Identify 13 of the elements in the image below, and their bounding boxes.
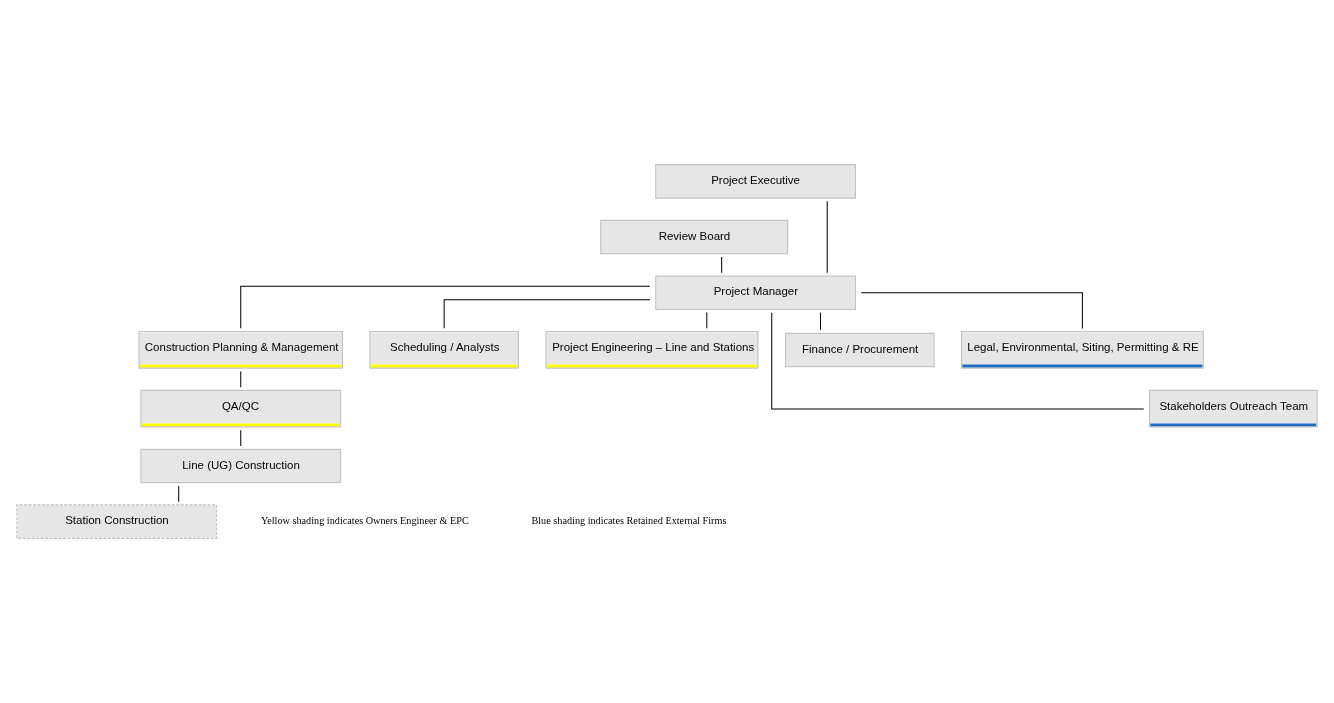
connector bbox=[240, 370, 242, 388]
connector bbox=[721, 256, 723, 274]
connector bbox=[771, 312, 1145, 410]
connector bbox=[443, 299, 651, 329]
connector bbox=[240, 429, 242, 447]
connector bbox=[826, 200, 828, 274]
connector bbox=[860, 292, 1083, 329]
connector bbox=[178, 485, 180, 503]
label: Yellow shading indicates Owners Engineer & EPC bbox=[260, 515, 469, 527]
label: Blue shading indicates Retained External Firms bbox=[531, 515, 727, 527]
connector bbox=[820, 312, 821, 331]
connector bbox=[240, 285, 651, 329]
connector bbox=[706, 312, 708, 329]
